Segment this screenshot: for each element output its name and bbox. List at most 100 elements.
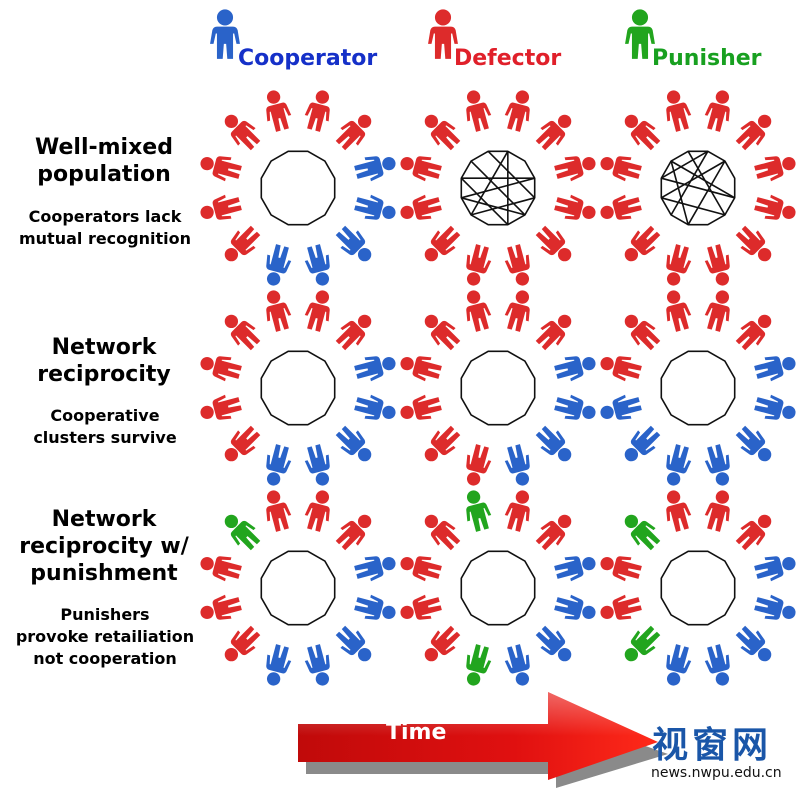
defector-agent-icon bbox=[735, 114, 772, 151]
network-ring bbox=[260, 350, 336, 426]
defector-agent-icon bbox=[200, 394, 242, 420]
defector-agent-icon bbox=[624, 314, 661, 351]
defector-agent-icon bbox=[600, 594, 642, 620]
network-ring bbox=[260, 550, 336, 626]
row-title-network-reciprocity: Network reciprocity bbox=[37, 335, 171, 387]
cooperator-agent-icon bbox=[354, 356, 396, 382]
defector-agent-icon bbox=[266, 290, 292, 332]
row-subtitle-well-mixed: Cooperators lack mutual recognition bbox=[18, 207, 191, 248]
defector-agent-icon bbox=[666, 490, 692, 532]
cooperator-agent-icon bbox=[735, 625, 772, 662]
cooperator-agent-icon bbox=[354, 594, 396, 620]
punisher-person-icon bbox=[625, 9, 655, 59]
punisher-agent-icon bbox=[624, 514, 661, 551]
defector-agent-icon bbox=[624, 114, 661, 151]
interaction-link bbox=[470, 197, 535, 216]
population-ring bbox=[400, 90, 596, 286]
network-ring bbox=[460, 350, 536, 426]
interaction-link bbox=[661, 177, 735, 199]
population-ring bbox=[200, 490, 396, 686]
cooperator-agent-icon bbox=[504, 444, 530, 486]
punisher-agent-icon bbox=[466, 490, 492, 532]
cooperator-agent-icon bbox=[666, 444, 692, 486]
defector-agent-icon bbox=[704, 90, 730, 132]
defector-agent-icon bbox=[466, 290, 492, 332]
legend-label-punisher: Punisher bbox=[652, 46, 762, 71]
cooperator-agent-icon bbox=[266, 244, 292, 286]
population-ring bbox=[600, 490, 796, 686]
cooperator-agent-icon bbox=[304, 244, 330, 286]
defector-agent-icon bbox=[304, 290, 330, 332]
cooperator-person-icon bbox=[210, 9, 240, 59]
watermark-title: 视窗网 bbox=[652, 724, 773, 766]
defector-agent-icon bbox=[224, 625, 261, 662]
row-subtitle-network-reciprocity: Cooperative clusters survive bbox=[33, 406, 177, 447]
cooperator-agent-icon bbox=[304, 644, 330, 686]
cooperator-agent-icon bbox=[704, 444, 730, 486]
defector-agent-icon bbox=[554, 194, 596, 220]
network-ring bbox=[660, 550, 736, 626]
defector-agent-icon bbox=[266, 90, 292, 132]
defector-agent-icon bbox=[400, 556, 442, 582]
defector-agent-icon bbox=[600, 556, 642, 582]
defector-agent-icon bbox=[535, 114, 572, 151]
defector-agent-icon bbox=[200, 556, 242, 582]
defector-agent-icon bbox=[624, 225, 661, 262]
defector-agent-icon bbox=[666, 290, 692, 332]
cooperator-agent-icon bbox=[735, 425, 772, 462]
defector-agent-icon bbox=[304, 490, 330, 532]
cooperator-agent-icon bbox=[754, 556, 796, 582]
defector-agent-icon bbox=[535, 514, 572, 551]
defector-agent-icon bbox=[535, 225, 572, 262]
defector-agent-icon bbox=[424, 114, 461, 151]
cooperator-agent-icon bbox=[535, 425, 572, 462]
interaction-link bbox=[460, 177, 509, 226]
defector-agent-icon bbox=[400, 594, 442, 620]
cooperator-agent-icon bbox=[354, 156, 396, 182]
interaction-link bbox=[660, 150, 709, 179]
cooperator-agent-icon bbox=[754, 356, 796, 382]
interaction-link bbox=[470, 160, 526, 216]
interaction-link bbox=[687, 150, 726, 216]
defector-agent-icon bbox=[504, 490, 530, 532]
cooperator-agent-icon bbox=[504, 644, 530, 686]
defector-agent-icon bbox=[400, 356, 442, 382]
defector-agent-icon bbox=[400, 156, 442, 182]
network-ring bbox=[660, 350, 736, 426]
defector-agent-icon bbox=[466, 90, 492, 132]
defector-agent-icon bbox=[735, 225, 772, 262]
cooperator-agent-icon bbox=[554, 556, 596, 582]
time-arrow bbox=[298, 692, 668, 788]
defector-agent-icon bbox=[424, 314, 461, 351]
cooperator-agent-icon bbox=[335, 425, 372, 462]
defector-agent-icon bbox=[535, 314, 572, 351]
interaction-link bbox=[687, 160, 726, 226]
defector-agent-icon bbox=[424, 625, 461, 662]
defector-agent-icon bbox=[666, 90, 692, 132]
interaction-link bbox=[661, 197, 726, 216]
interaction-link bbox=[660, 160, 726, 199]
defector-agent-icon bbox=[466, 444, 492, 486]
defector-agent-icon bbox=[754, 194, 796, 220]
defector-agent-icon bbox=[600, 194, 642, 220]
defector-agent-icon bbox=[400, 194, 442, 220]
defector-agent-icon bbox=[224, 425, 261, 462]
population-ring bbox=[200, 90, 396, 286]
population-ring bbox=[400, 290, 596, 486]
cooperator-agent-icon bbox=[266, 444, 292, 486]
defector-agent-icon bbox=[600, 356, 642, 382]
network-ring bbox=[260, 150, 336, 226]
cooperator-agent-icon bbox=[600, 394, 642, 420]
punisher-agent-icon bbox=[224, 514, 261, 551]
defector-agent-icon bbox=[735, 314, 772, 351]
legend-label-defector: Defector bbox=[454, 46, 562, 71]
population-ring bbox=[600, 290, 796, 486]
interaction-link bbox=[487, 150, 536, 199]
row-title-network-punishment: Network reciprocity w/ punishment bbox=[19, 507, 189, 586]
cooperator-agent-icon bbox=[535, 625, 572, 662]
interaction-link bbox=[470, 150, 509, 216]
cooperator-agent-icon bbox=[704, 644, 730, 686]
population-rings bbox=[200, 90, 796, 686]
cooperator-agent-icon bbox=[554, 594, 596, 620]
defector-agent-icon bbox=[704, 244, 730, 286]
